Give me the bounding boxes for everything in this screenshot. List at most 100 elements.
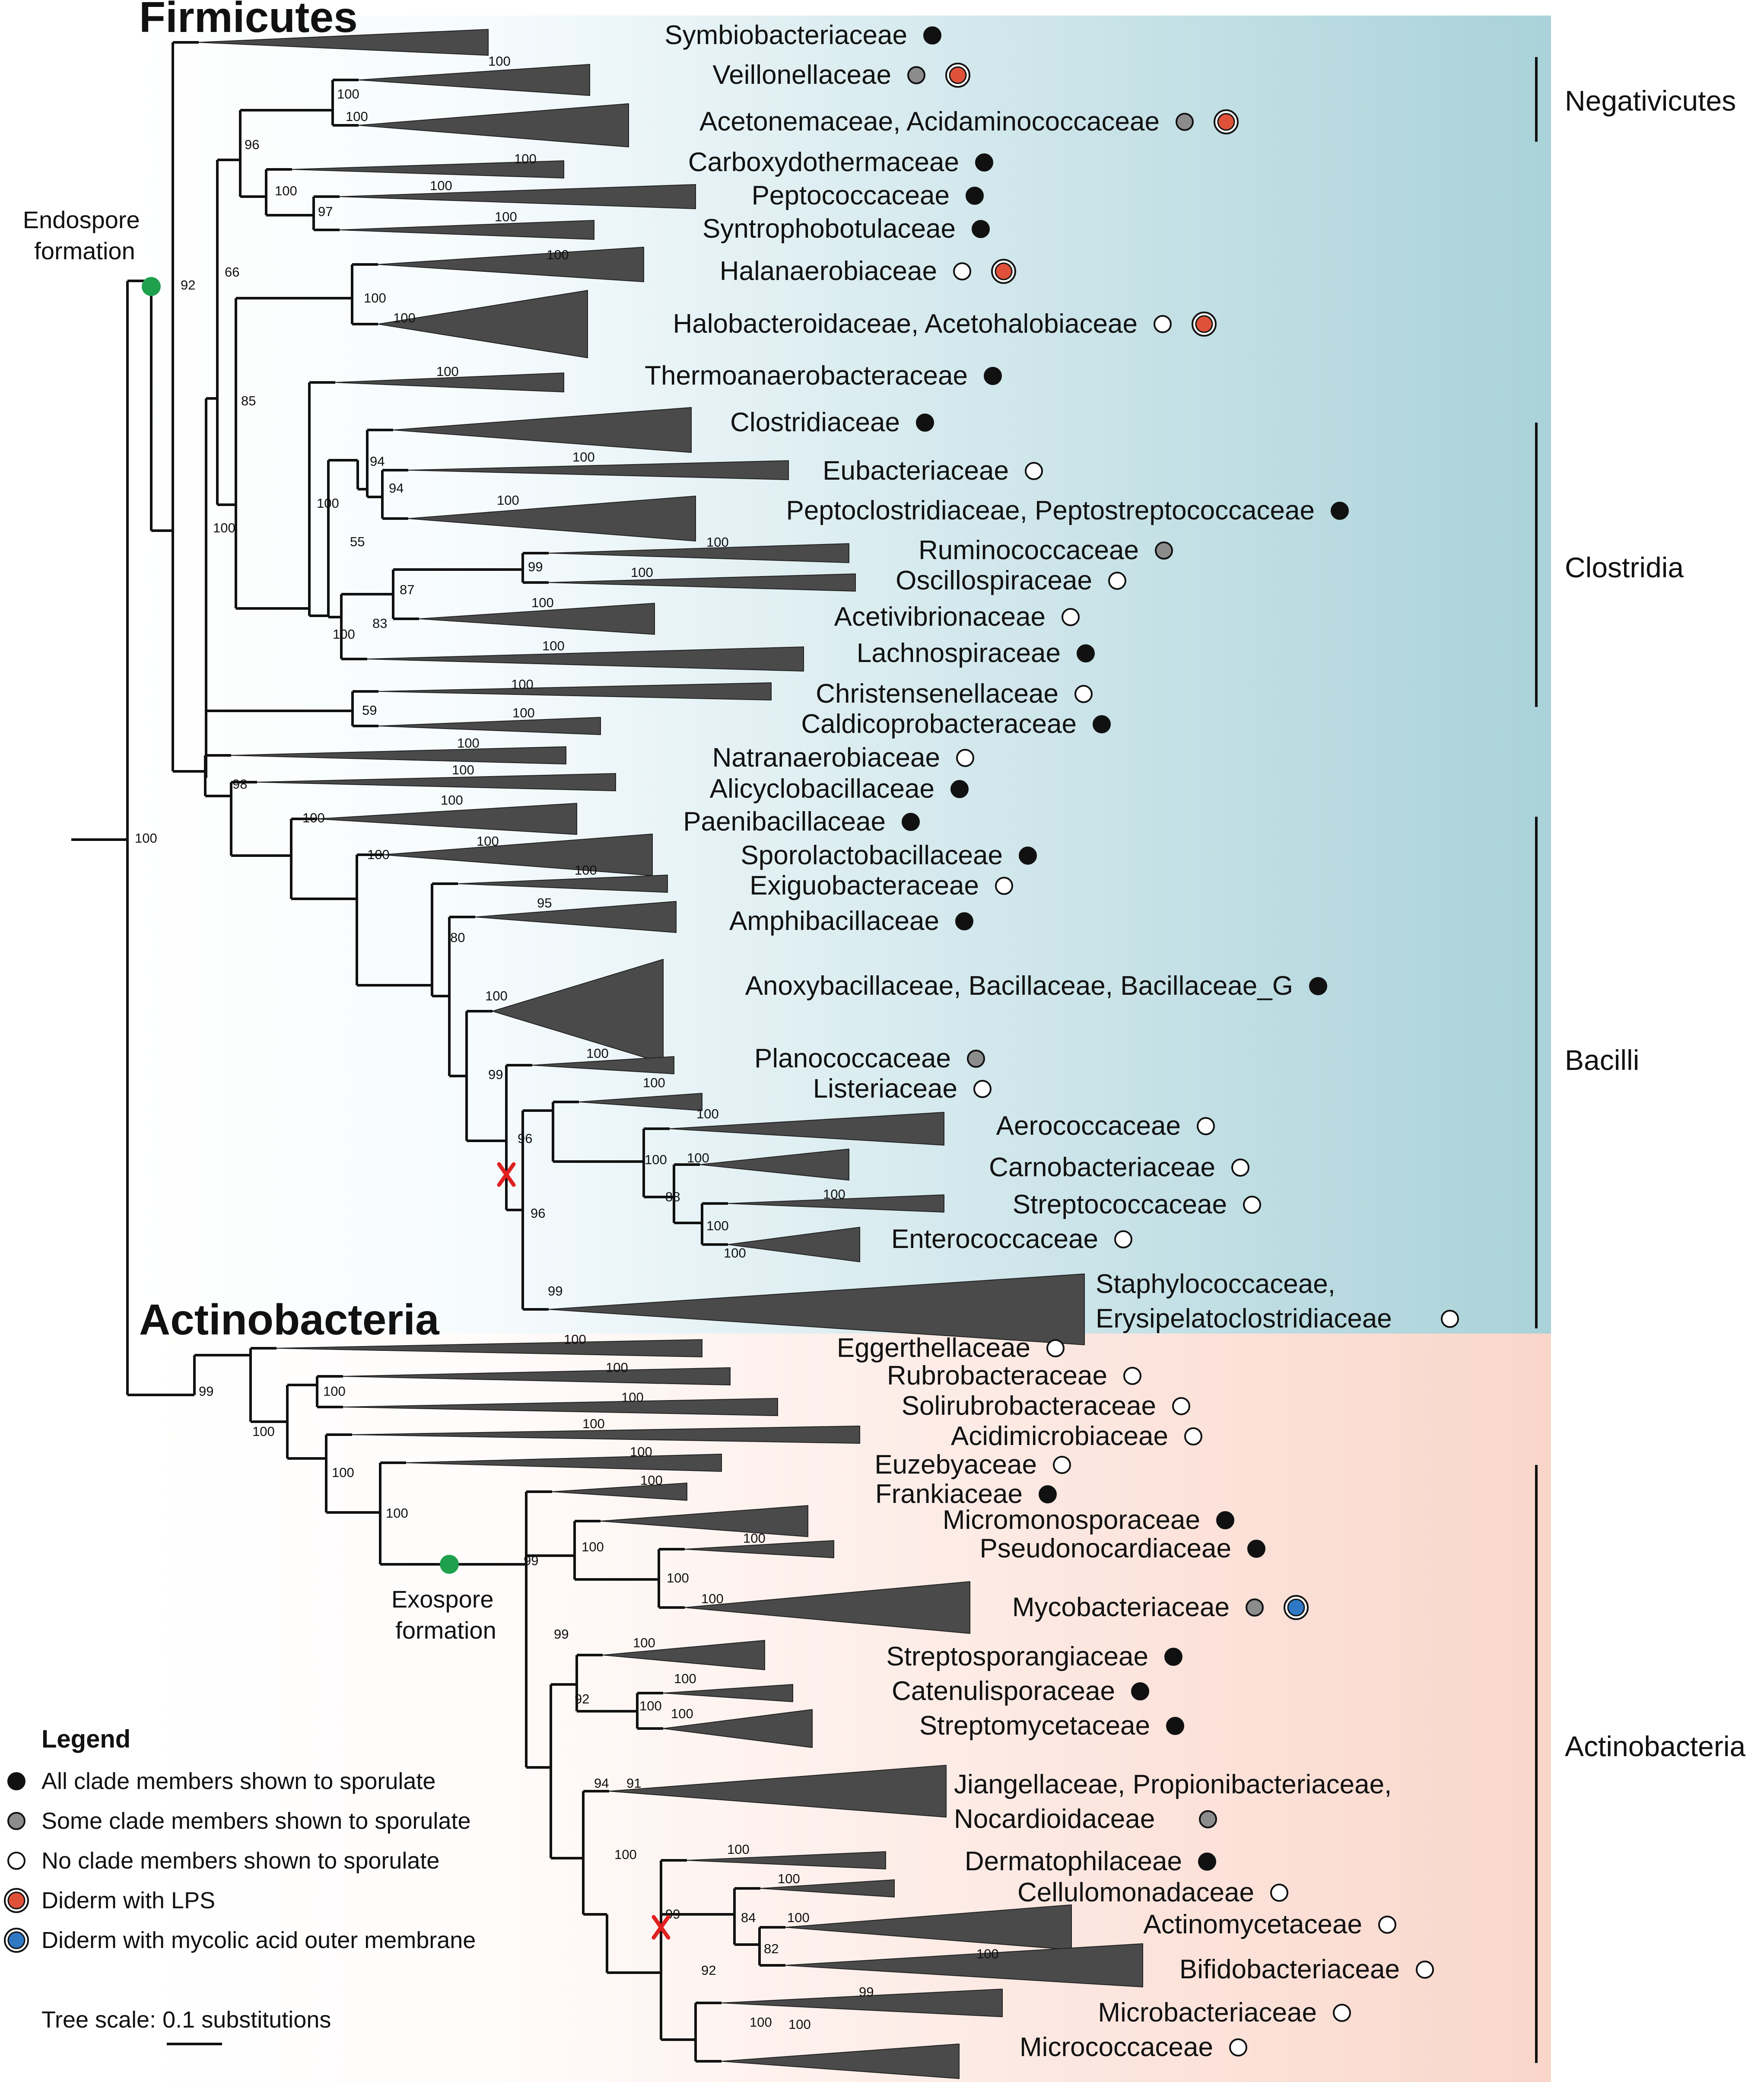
diderm-marker-aceton (1217, 113, 1235, 131)
trait-markers (4, 26, 1459, 2057)
sporulation-marker-lister (973, 1080, 992, 1098)
taxon-label-peptocl: Peptoclostridiaceae, Peptostreptococcace… (786, 496, 1315, 525)
collapsed-clade-cellul (760, 1879, 895, 1897)
taxon-label-symbio: Symbiobacteriaceae (664, 20, 907, 50)
sporulation-marker-carbox (975, 153, 993, 172)
collapsed-clades (198, 29, 1143, 2079)
taxon-label-caldic: Caldicoprobacteraceae (801, 709, 1077, 739)
legend-marker-mycolic (7, 1931, 25, 1949)
sporulation-marker-peptocl (1331, 502, 1349, 520)
bootstrap-a100anx: 100 (485, 988, 508, 1003)
collapsed-clade-franki (552, 1483, 687, 1501)
bootstrap-a66: 66 (225, 264, 239, 280)
bootstrap-b94: 94 (594, 1776, 609, 1791)
sporulation-marker-dermat (1198, 1853, 1216, 1871)
bootstrap-a100pla: 100 (586, 1046, 609, 1061)
bootstrap-a100spo: 100 (477, 834, 499, 849)
collapsed-clade-peptococ (339, 184, 696, 209)
group-label-actinobacteria: Actinobacteria (1565, 1730, 1746, 1762)
taxon-label-thermo-line1: Thermoanaerobacteraceae (645, 361, 968, 391)
bootstrap-a100pcl: 100 (497, 493, 519, 508)
taxon-label-microc-line1: Micrococcaceae (1020, 2032, 1213, 2062)
bootstrap-b92: 92 (575, 1691, 589, 1706)
collapsed-clade-strepto (728, 1194, 944, 1213)
collapsed-clade-eubact (408, 460, 789, 480)
taxon-label-streptom: Streptomycetaceae (919, 1711, 1150, 1741)
bootstrap-a100chr: 100 (511, 677, 534, 692)
taxon-label-microb: Microbacteriaceae (1098, 1998, 1317, 2028)
taxon-label-pseudo-line1: Pseudonocardiaceae (979, 1534, 1231, 1563)
taxon-label-rubro-line1: Rubrobacteraceae (887, 1361, 1107, 1391)
sporulation-marker-peptococ (966, 187, 984, 205)
bootstrap-b99mb: 99 (859, 1984, 874, 1999)
tree-scale: Tree scale: 0.1 substitutions (41, 2007, 331, 2045)
collapsed-clade-solir (343, 1398, 778, 1416)
sporulation-marker-aceton (1176, 113, 1194, 131)
bootstrap-b100myc: 100 (667, 1570, 689, 1585)
sporulation-marker-anoxyb (1309, 977, 1327, 995)
taxon-label-amphib-line1: Amphibacillaceae (729, 906, 939, 936)
legend-title: Legend (41, 1725, 130, 1753)
taxon-label-eubact: Eubacteriaceae (823, 456, 1009, 486)
taxon-label-bifido: Bifidobacteriaceae (1179, 1955, 1400, 1984)
sporulation-marker-cellul (1270, 1884, 1288, 1902)
bootstrap-a100lis: 100 (643, 1075, 665, 1090)
collapsed-clade-streptosp (602, 1640, 765, 1670)
taxon-label-alicyc-line1: Alicyclobacillaceae (710, 774, 934, 804)
bootstrap-a83: 83 (372, 616, 387, 631)
taxon-label-natran-line1: Natranaerobiaceae (712, 743, 940, 773)
bootstrap-b100bif: 100 (976, 1946, 999, 1961)
tree-scale-value: 0.1 (162, 2007, 195, 2033)
sporulation-marker-symbio (923, 26, 941, 45)
sporulation-marker-rubro (1123, 1367, 1141, 1385)
sporulation-marker-streptom (1166, 1717, 1184, 1735)
sporulation-loss-marker-bacilli (497, 1162, 516, 1187)
taxon-label-paenib-line1: Paenibacillaceae (683, 807, 886, 837)
bootstrap-b100cat: 100 (674, 1671, 696, 1686)
taxon-label-carnob-line1: Carnobacteriaceae (989, 1152, 1215, 1182)
taxon-label-lachno-line1: Lachnospiraceae (857, 638, 1061, 668)
taxon-label-micromo: Micromonosporaceae (943, 1505, 1200, 1535)
collapsed-clade-egger (276, 1339, 702, 1357)
taxon-label-peptocl-line1: Peptoclostridiaceae, Peptostreptococcace… (786, 496, 1315, 525)
bootstrap-a100cl: 100 (317, 496, 339, 511)
taxon-label-oscill-line1: Oscillospiraceae (896, 566, 1092, 595)
taxon-label-clostr-line1: Clostridiaceae (730, 407, 900, 437)
taxon-label-franki: Frankiaceae (875, 1479, 1023, 1509)
taxon-label-entero-line1: Enterococcaceae (891, 1224, 1098, 1254)
group-label-clostridia: Clostridia (1565, 551, 1684, 583)
taxon-label-planoc-line1: Planococcaceae (754, 1044, 951, 1073)
collapsed-clade-syntro (339, 220, 594, 240)
sporulation-marker-actino (1378, 1916, 1396, 1934)
bootstrap-a100vei: 100 (488, 54, 511, 69)
taxon-label-aeroco-line1: Aerococcaceae (996, 1111, 1181, 1141)
taxon-label-halan: Halanaerobiaceae (720, 256, 937, 286)
sporulation-marker-strepto (1243, 1196, 1261, 1214)
bootstrap-a95: 95 (537, 895, 552, 910)
taxon-label-acetiv-line1: Acetivibrionaceae (834, 602, 1046, 632)
taxon-label-microb-line1: Microbacteriaceae (1098, 1998, 1317, 2028)
bootstrap-a87: 87 (400, 582, 414, 597)
collapsed-clade-lachno (367, 646, 804, 672)
legend-items: All clade members shown to sporulateSome… (41, 1768, 476, 1953)
collapsed-clade-veillo (358, 64, 590, 96)
sporulation-marker-syntro (972, 220, 990, 238)
sporulation-marker-thermo (984, 367, 1002, 385)
collapsed-clade-dermat (687, 1851, 886, 1869)
bootstrap-a100pae: 100 (441, 793, 463, 808)
collapsed-clade-entero (728, 1227, 860, 1262)
sporulation-marker-micromo (1216, 1511, 1234, 1529)
taxon-label-acidim-line1: Acidimicrobiaceae (951, 1421, 1168, 1451)
taxon-label-exiguo: Exiguobacteraceae (750, 871, 979, 901)
collapsed-clade-carbox (292, 160, 564, 178)
bootstrap-b100sts: 100 (633, 1635, 655, 1650)
bootstrap-a100the: 100 (436, 364, 459, 379)
bootstrap-b91: 91 (626, 1776, 641, 1791)
bootstrap-a100n: 100 (337, 86, 359, 102)
taxon-label-mycob-line1: Mycobacteriaceae (1012, 1592, 1230, 1622)
bootstrap-a100eub: 100 (572, 449, 595, 465)
sporulation-marker-oscill (1108, 572, 1126, 590)
taxon-label-veillo-line1: Veillonellaceae (712, 60, 891, 90)
taxon-label-entero: Enterococcaceae (891, 1224, 1098, 1254)
